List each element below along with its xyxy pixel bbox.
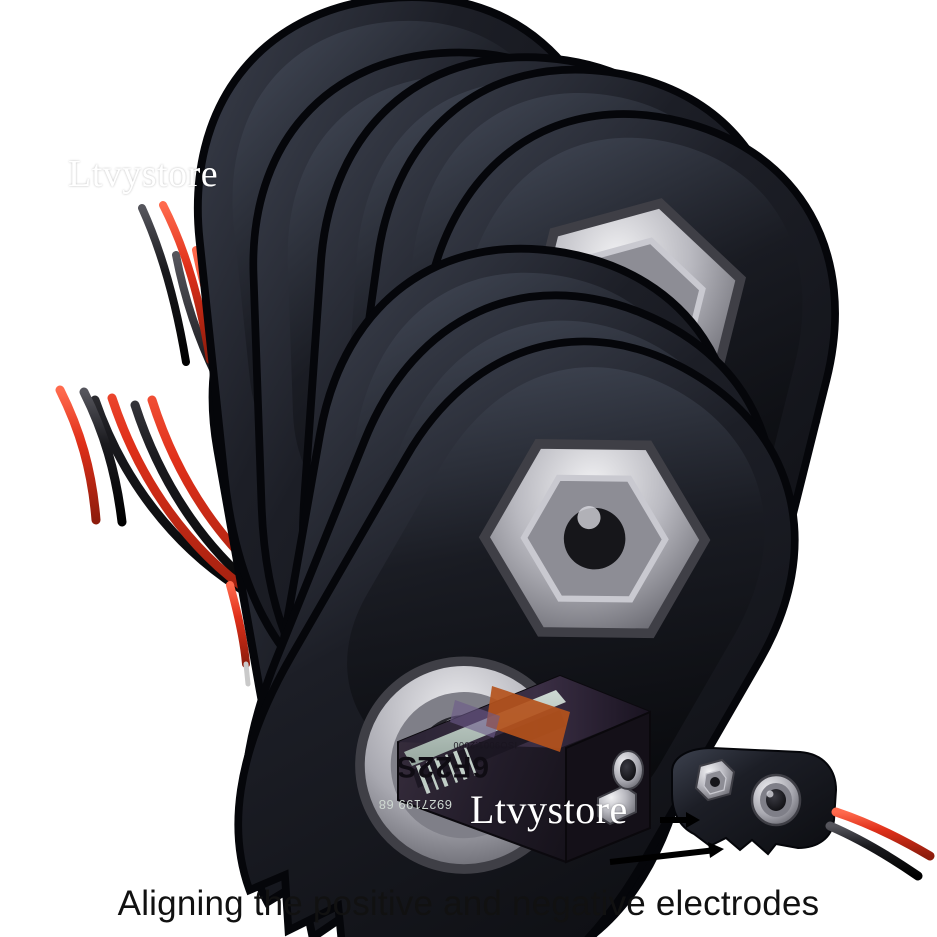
demo-snap-connector <box>671 746 935 881</box>
battery-model-text: 6F22S <box>396 750 489 783</box>
battery-barcode-digits: 6927199 68 <box>378 797 452 812</box>
battery-terminal-face <box>565 710 651 864</box>
caption-text: Aligning the positive and negative elect… <box>117 884 820 923</box>
battery-9v: 6F22S ISO9001:2000 6927199 68 <box>378 674 651 864</box>
arrow-upper <box>660 812 700 828</box>
arrow-lower <box>609 842 724 865</box>
battery-spec-text: ISO9001:2000 <box>453 740 517 750</box>
